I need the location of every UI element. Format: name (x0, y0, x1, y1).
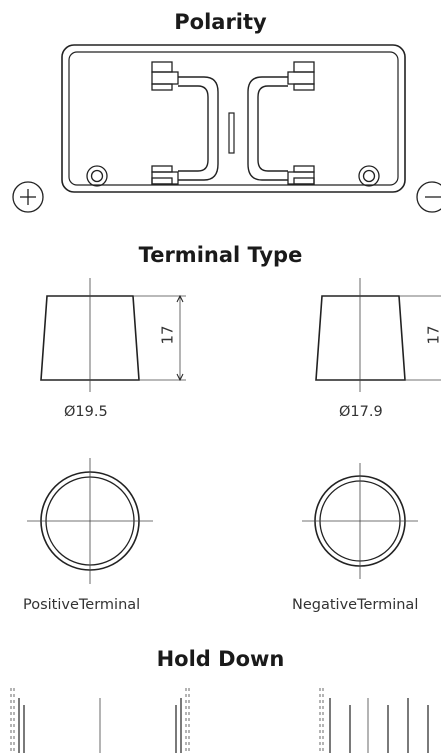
hold-down-heading: Hold Down (156, 647, 285, 671)
terminal-type-heading: Terminal Type (138, 243, 303, 267)
positive-terminal-side-view (40, 278, 186, 392)
positive-symbol (12, 181, 44, 213)
center-slot (228, 112, 235, 154)
positive-diameter-label: Ø19.5 (64, 404, 108, 420)
negative-diameter-label: Ø17.9 (339, 404, 383, 420)
negative-terminal-top-view (302, 463, 418, 579)
positive-terminal-caption: PositiveTerminal (23, 597, 141, 613)
negative-terminal-side-view (315, 278, 441, 392)
negative-symbol (416, 181, 441, 213)
battery-outline-outer (61, 44, 406, 193)
left-vent (86, 165, 108, 187)
negative-terminal-caption: NegativeTerminal (292, 597, 419, 613)
right-vent (358, 165, 380, 187)
positive-height-label: 17 (158, 325, 177, 345)
negative-height-label: 17 (424, 325, 441, 345)
right-handle (247, 61, 315, 185)
positive-terminal-top-view (27, 458, 153, 584)
battery-outline-inner (68, 51, 399, 186)
left-handle (151, 61, 219, 185)
hold-down-drawing (10, 688, 429, 753)
polarity-heading: Polarity (174, 10, 267, 34)
battery-top-view (12, 44, 441, 213)
